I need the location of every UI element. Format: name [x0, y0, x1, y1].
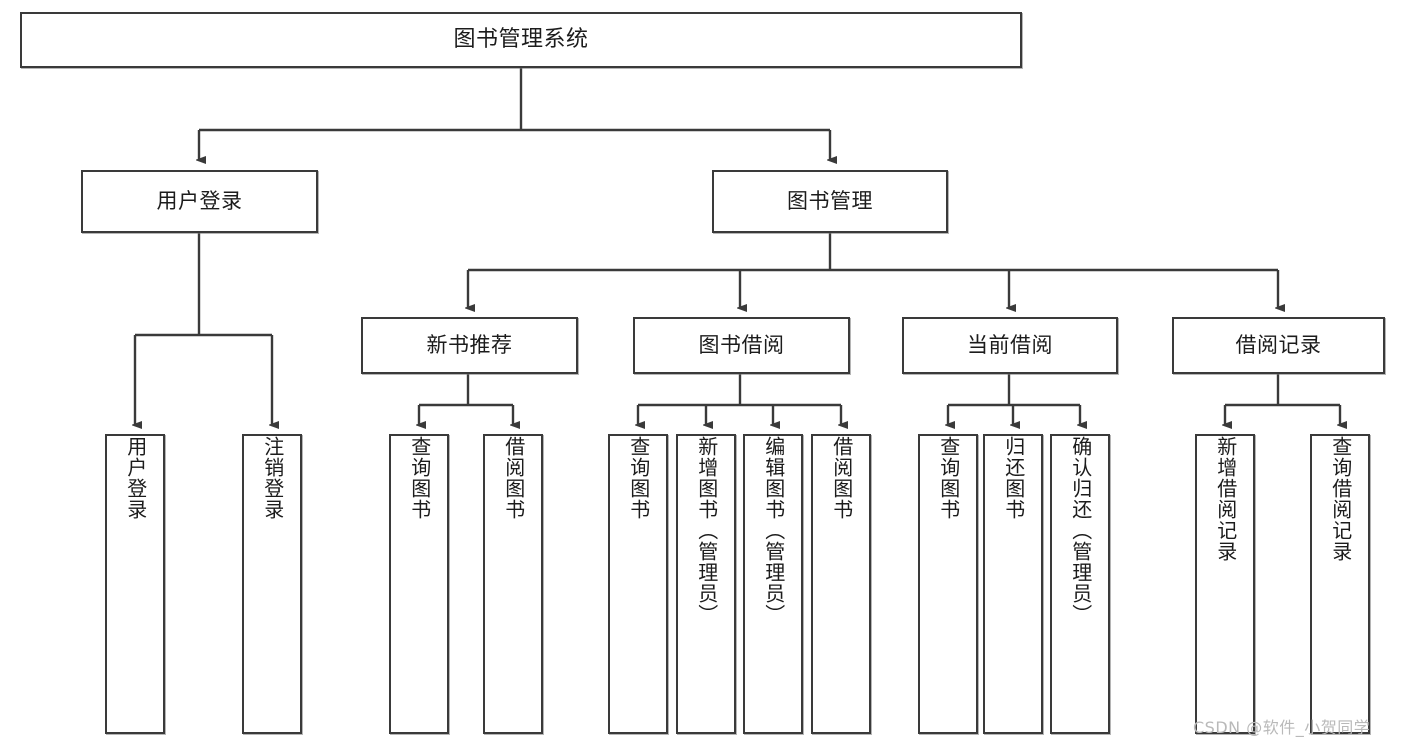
node-label: 编辑图书（管理员）: [761, 436, 786, 625]
leaf-new-book-borrow[interactable]: 借阅图书: [483, 434, 543, 734]
node-borrow-records[interactable]: 借阅记录: [1172, 317, 1385, 374]
watermark: CSDN @软件_小贺同学: [1193, 718, 1371, 737]
node-label: 注销登录: [260, 436, 285, 520]
node-label: 归还图书: [1001, 436, 1026, 520]
node-user-login[interactable]: 用户登录: [81, 170, 318, 233]
node-label: 新书推荐: [426, 333, 513, 358]
node-label: 查询图书: [626, 436, 651, 520]
leaf-user-login-logout[interactable]: 注销登录: [242, 434, 302, 734]
leaf-book-borrow-query[interactable]: 查询图书: [608, 434, 668, 734]
node-label: 用户登录: [156, 189, 243, 214]
leaf-current-borrow-confirm-return[interactable]: 确认归还（管理员）: [1050, 434, 1110, 734]
node-book-borrow[interactable]: 图书借阅: [633, 317, 850, 374]
node-label: 查询借阅记录: [1328, 436, 1353, 562]
node-label: 确认归还（管理员）: [1068, 436, 1093, 625]
leaf-new-book-query[interactable]: 查询图书: [389, 434, 449, 734]
node-label: 图书借阅: [698, 333, 785, 358]
node-current-borrow[interactable]: 当前借阅: [902, 317, 1118, 374]
leaf-book-borrow-add[interactable]: 新增图书（管理员）: [676, 434, 736, 734]
node-label: 用户登录: [123, 436, 148, 520]
leaf-book-borrow-edit[interactable]: 编辑图书（管理员）: [743, 434, 803, 734]
node-label: 当前借阅: [967, 333, 1053, 358]
node-label: 借阅图书: [829, 436, 854, 520]
node-label: 新增借阅记录: [1213, 436, 1238, 562]
leaf-current-borrow-query[interactable]: 查询图书: [918, 434, 978, 734]
node-label: 查询图书: [936, 436, 961, 520]
node-label: 图书管理系统: [453, 27, 589, 53]
leaf-borrow-records-add[interactable]: 新增借阅记录: [1195, 434, 1255, 734]
node-label: 借阅记录: [1235, 333, 1322, 358]
node-label: 查询图书: [407, 436, 432, 520]
leaf-borrow-records-query[interactable]: 查询借阅记录: [1310, 434, 1370, 734]
node-book-management[interactable]: 图书管理: [712, 170, 948, 233]
leaf-user-login-login[interactable]: 用户登录: [105, 434, 165, 734]
node-root-system[interactable]: 图书管理系统: [20, 12, 1022, 68]
leaf-book-borrow-borrow[interactable]: 借阅图书: [811, 434, 871, 734]
node-new-book-recommend[interactable]: 新书推荐: [361, 317, 578, 374]
leaf-current-borrow-return[interactable]: 归还图书: [983, 434, 1043, 734]
node-label: 新增图书（管理员）: [694, 436, 719, 625]
node-label: 借阅图书: [501, 436, 526, 520]
node-label: 图书管理: [787, 189, 873, 214]
